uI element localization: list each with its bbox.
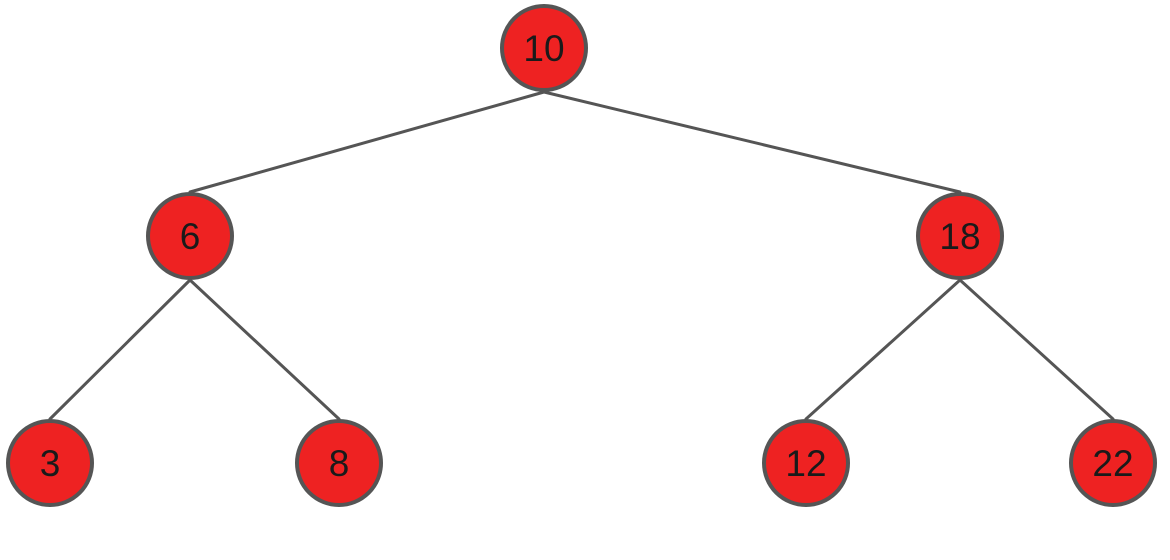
- tree-node-label: 22: [1092, 442, 1134, 484]
- tree-node-12[interactable]: 12: [762, 419, 850, 507]
- tree-node-10[interactable]: 10: [500, 4, 588, 92]
- tree-edge: [48, 278, 192, 421]
- tree-node-label: 10: [523, 27, 565, 69]
- tree-edge: [542, 90, 962, 194]
- tree-edge: [804, 278, 962, 421]
- tree-node-8[interactable]: 8: [295, 419, 383, 507]
- tree-node-label: 3: [39, 442, 61, 484]
- tree-node-label: 8: [328, 442, 350, 484]
- tree-edge: [188, 90, 546, 194]
- tree-edge: [958, 278, 1115, 421]
- tree-node-label: 18: [939, 215, 981, 257]
- tree-node-label: 6: [179, 215, 201, 257]
- tree-edge: [188, 278, 341, 421]
- tree-node-6[interactable]: 6: [146, 192, 234, 280]
- tree-node-18[interactable]: 18: [916, 192, 1004, 280]
- tree-node-label: 12: [785, 442, 827, 484]
- tree-node-22[interactable]: 22: [1069, 419, 1157, 507]
- tree-node-3[interactable]: 3: [6, 419, 94, 507]
